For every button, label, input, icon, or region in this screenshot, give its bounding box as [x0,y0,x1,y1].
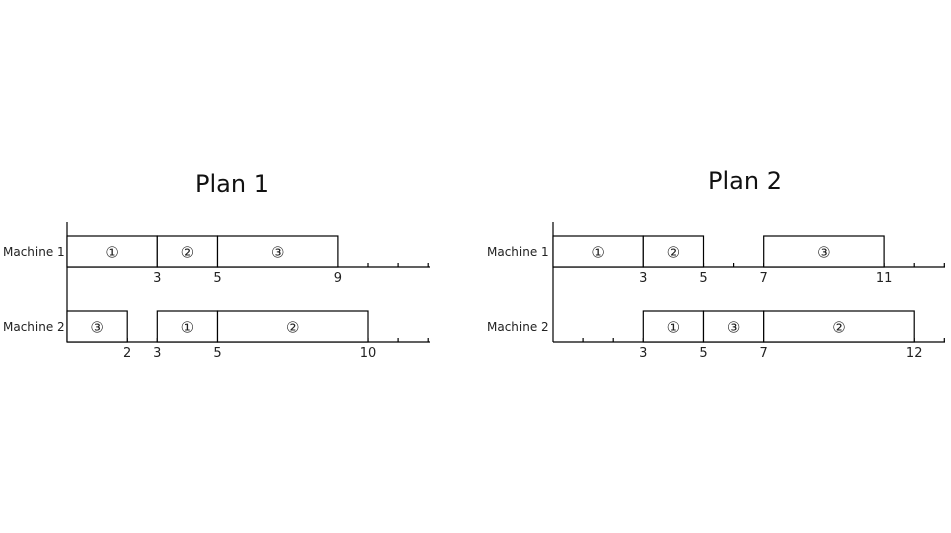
machine-1-label: Machine 1 [3,245,65,259]
tick-label: 5 [699,346,707,361]
job-label: ① [667,319,680,337]
machine-1-label: Machine 1 [487,245,549,259]
job-box [763,310,915,343]
plan-1-title: Plan 1 [195,170,269,198]
job-box [156,235,219,268]
tick-label: 2 [123,346,131,361]
job-label: ③ [817,244,830,262]
tick-label: 5 [213,346,221,361]
machine-2-label: Machine 2 [3,320,65,334]
tick-label: 7 [760,346,768,361]
tick-label: 5 [699,271,707,286]
job-box [216,235,339,268]
plan-2-title: Plan 2 [708,167,782,195]
tick-label: 10 [360,346,377,361]
tick-label: 11 [876,271,893,286]
job-box [552,235,644,268]
job-label: ① [591,244,604,262]
job-box [216,310,369,343]
job-box [66,310,128,343]
job-box [66,235,158,268]
tick-label: 3 [639,346,647,361]
job-label: ③ [727,319,740,337]
job-label: ① [105,244,118,262]
job-label: ② [832,319,845,337]
tick-label: 7 [760,271,768,286]
job-label: ② [286,319,299,337]
tick-label: 3 [153,346,161,361]
job-box [156,310,219,343]
machine-2-label: Machine 2 [487,320,549,334]
job-box [642,235,705,268]
job-label: ② [181,244,194,262]
tick-label: 3 [639,271,647,286]
job-label: ③ [90,319,103,337]
job-label: ① [181,319,194,337]
job-label: ③ [271,244,284,262]
tick-label: 5 [213,271,221,286]
job-box [763,235,885,268]
tick-label: 9 [334,271,342,286]
tick-label: 3 [153,271,161,286]
job-label: ② [667,244,680,262]
tick-label: 12 [906,346,923,361]
